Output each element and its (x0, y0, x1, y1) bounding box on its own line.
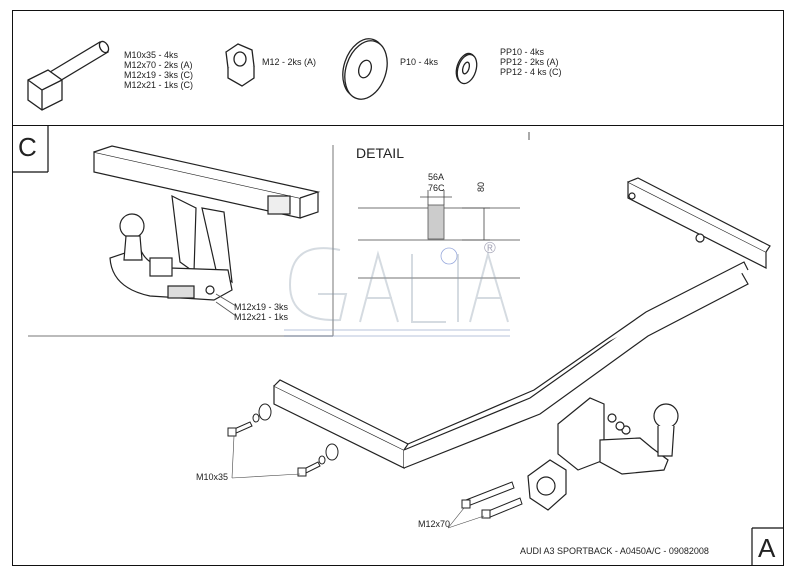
spring-washer-icon (455, 52, 478, 85)
callout-line: M12x19 - 3ks (234, 302, 289, 312)
washer-entry: PP10 - 4ks (500, 47, 545, 57)
hex-bolt-icon (27, 40, 110, 111)
detail-dim-top: 56A (428, 172, 445, 182)
m10-bolt-icon (297, 443, 339, 477)
detail-dim-side: 80 (476, 181, 486, 192)
drawing-footer: AUDI A3 SPORTBACK - A0450A/C - 09082008 (520, 546, 709, 556)
callout-line: M12x21 - 1ks (234, 312, 289, 322)
detail-dim-mid: 76C (428, 183, 445, 193)
variant-c-hitch (93, 145, 321, 301)
bolt-entry: M12x21 - 1ks (C) (124, 80, 194, 90)
variant-a-label: A (758, 533, 776, 563)
main-tow-bar (273, 177, 771, 511)
m12-callout: M12x70 (418, 519, 451, 529)
variant-c-label: C (18, 132, 37, 162)
bolt-list: M10x35 - 4ks M12x70 - 2ks (A) M12x19 - 3… (124, 50, 193, 90)
washer-entry: PP12 - 2ks (A) (500, 57, 559, 67)
plate-washer-icon (342, 38, 388, 100)
m10-bolt-icon (227, 403, 272, 437)
bolt-entry: M12x70 - 2ks (A) (124, 60, 193, 70)
variant-c-bolt-callout: M12x19 - 3ks M12x21 - 1ks (234, 302, 288, 322)
bolt-entry: M12x19 - 3ks (C) (124, 70, 194, 80)
galia-watermark (284, 247, 510, 337)
nut-icon (225, 43, 255, 87)
section-divider (12, 125, 784, 126)
nut-label: M12 - 2ks (A) (262, 57, 317, 67)
drawing-frame (12, 10, 784, 566)
m12-bolt-icon (461, 481, 523, 519)
detail-section (358, 190, 520, 279)
plate-label: P10 - 4ks (400, 57, 439, 67)
washer-entry: PP12 - 4 ks (C) (500, 67, 562, 77)
bolt-entry: M10x35 - 4ks (124, 50, 179, 60)
detail-title: DETAIL (356, 145, 404, 161)
m10-callout: M10x35 (196, 472, 229, 482)
registered-mark: ® (484, 240, 496, 257)
washer-list: PP10 - 4ks PP12 - 2ks (A) PP12 - 4 ks (C… (500, 47, 562, 77)
